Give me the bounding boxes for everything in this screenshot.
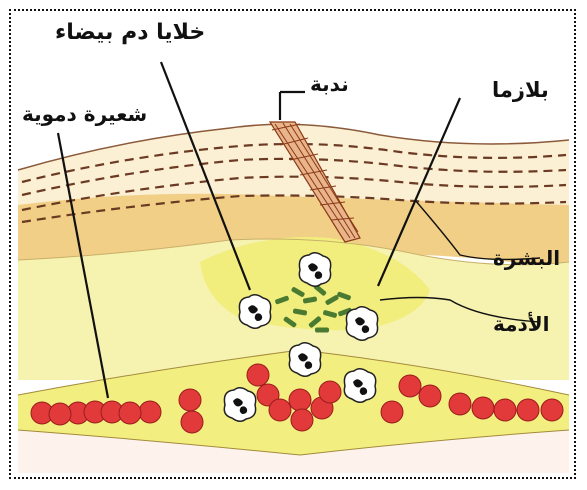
white-blood-cell [239,295,270,329]
red-blood-cell [179,389,201,411]
red-blood-cell [472,397,494,419]
red-blood-cell [269,399,291,421]
label-capillary: شعيرة دموية [22,102,147,126]
label-epidermis: البشرة [493,246,560,270]
red-blood-cell [319,381,341,403]
red-blood-cell [181,411,203,433]
red-blood-cell [449,393,471,415]
white-blood-cell [299,253,330,287]
white-blood-cell [346,307,377,341]
white-blood-cell [224,388,255,422]
red-blood-cell [291,409,313,431]
red-blood-cell [399,375,421,397]
label-dermis: الأدمة [493,312,550,336]
red-blood-cell [289,389,311,411]
red-blood-cell [494,399,516,421]
red-blood-cell [247,364,269,386]
red-blood-cell [49,403,71,425]
white-blood-cell [289,343,320,377]
label-white-blood-cells: خلايا دم بيضاء [55,20,205,45]
red-blood-cell [381,401,403,423]
red-blood-cell [541,399,563,421]
red-blood-cell [119,402,141,424]
platelet [315,328,329,333]
red-blood-cell [419,385,441,407]
label-plasma: بلازما [492,78,549,102]
label-scar: ندبة [310,72,349,96]
red-blood-cell [139,401,161,423]
red-blood-cell [517,399,539,421]
white-blood-cell [344,369,375,403]
